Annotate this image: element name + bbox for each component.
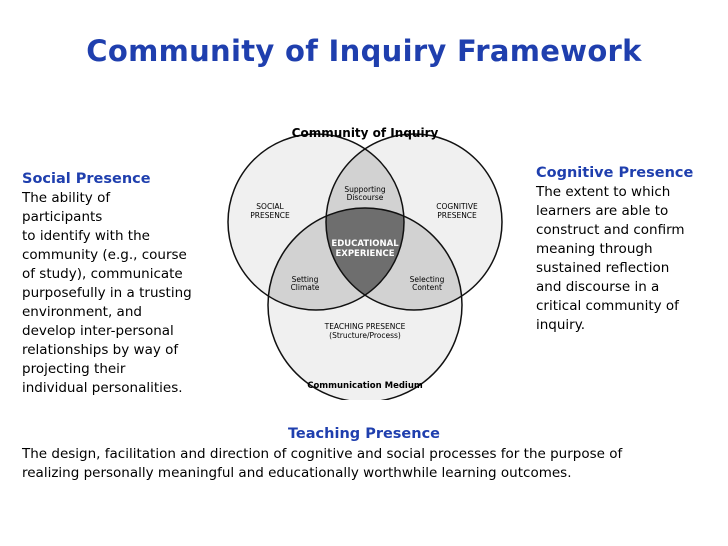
cognitive-presence-block: Cognitive Presence The extent to which l… [536,164,716,335]
cognitive-presence-description: The extent to which learners are able to… [536,184,685,333]
cognitive-presence-label-line1: COGNITIVE [436,202,478,211]
cognitive-presence-heading: Cognitive Presence [536,165,694,181]
selecting-content-label-line1: Selecting [410,275,445,284]
page-title: Community of Inquiry Framework [86,34,642,68]
circle-outlines [227,133,503,400]
social-presence-heading: Social Presence [22,171,151,187]
selecting-content-label-line2: Content [412,283,442,292]
setting-climate-label-line2: Climate [291,283,320,292]
social-presence-block: Social Presence The ability of participa… [22,170,222,398]
cognitive-presence-label-line2: PRESENCE [437,211,477,220]
social-presence-description: The ability of participants to identify … [22,190,192,396]
setting-climate-label-line1: Setting [292,275,319,284]
structure-process-label: (Structure/Process) [329,331,401,340]
teaching-presence-description: The design, facilitation and direction o… [22,446,623,481]
venn-diagram: Community of Inquiry SOCIAL PRESENCE COG… [227,126,503,400]
social-circle-outline [227,133,405,311]
social-presence-label-line2: PRESENCE [250,211,290,220]
communication-medium-label: Communication Medium [307,381,423,391]
circle-fills [228,134,502,400]
teaching-circle-outline [267,207,463,400]
educational-experience-label-line1: EDUCATIONAL [331,239,399,249]
teaching-presence-heading: Teaching Presence [287,426,441,442]
educational-experience-label-line2: EXPERIENCE [335,249,394,259]
supporting-discourse-label-line2: Discourse [347,193,384,202]
cognitive-circle-outline [325,133,503,311]
supporting-discourse-label-line1: Supporting [344,185,385,194]
community-of-inquiry-label: Community of Inquiry [292,126,439,140]
social-presence-label-line1: SOCIAL [256,202,284,211]
teaching-presence-label: TEACHING PRESENCE [324,322,406,331]
